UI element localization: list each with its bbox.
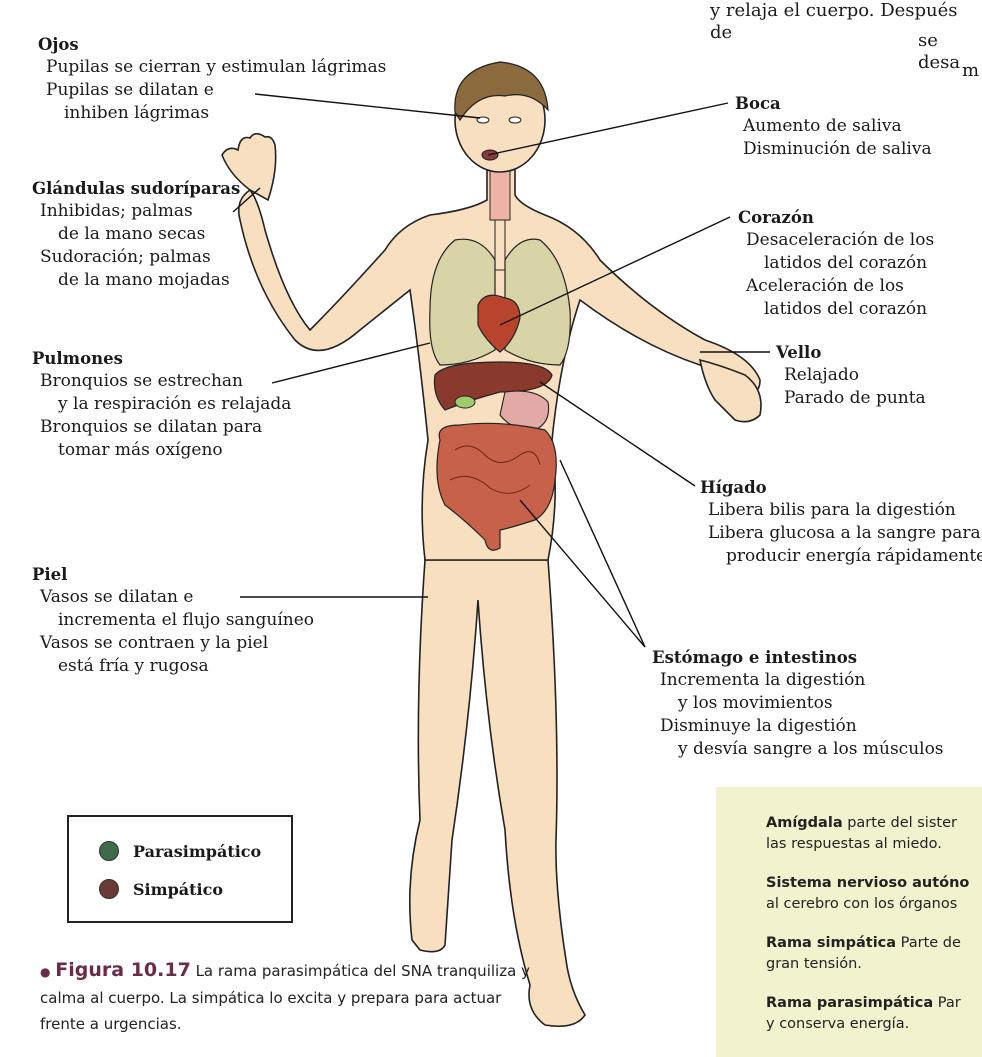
label-ojos: Ojos Pupilas se cierran y estimulan lágr…: [38, 33, 386, 125]
pulmones-line: y la respiración es relajada: [32, 393, 291, 416]
glossary-text: parte del sister: [843, 815, 957, 831]
estomago-title: Estómago e intestinos: [652, 646, 944, 669]
glossary-box: Amígdala parte del sister las respuestas…: [716, 787, 982, 1057]
glandulas-line: de la mano secas: [32, 223, 240, 246]
boca-line: Aumento de saliva: [735, 115, 932, 138]
label-higado: Hígado Libera bilis para la digestión Li…: [700, 476, 982, 568]
piel-line: Vasos se dilatan e: [32, 586, 314, 609]
corazon-line: latidos del corazón: [738, 252, 934, 275]
higado-line: Libera bilis para la digestión: [700, 499, 982, 522]
glossary-item: Rama simpática Parte de gran tensión.: [766, 933, 961, 975]
pulmones-line: tomar más oxígeno: [32, 439, 291, 462]
glossary-term: Rama parasimpática: [766, 995, 933, 1011]
label-estomago: Estómago e intestinos Incrementa la dige…: [652, 646, 944, 761]
bullet-icon: ●: [40, 965, 50, 979]
glandulas-title: Glándulas sudoríparas: [32, 177, 240, 200]
ojos-line: Pupilas se cierran y estimulan lágrimas: [38, 56, 386, 79]
legend-dot-icon: [99, 879, 119, 899]
glossary-text: al cerebro con los órganos: [766, 896, 957, 912]
glossary-item: Amígdala parte del sister las respuestas…: [766, 813, 957, 855]
glossary-text: y conserva energía.: [766, 1016, 909, 1032]
estomago-line: y desvía sangre a los músculos: [652, 738, 944, 761]
glandulas-line: Inhibidas; palmas: [32, 200, 240, 223]
glossary-item: Sistema nervioso autóno al cerebro con l…: [766, 873, 969, 915]
glandulas-line: de la mano mojadas: [32, 269, 240, 292]
pulmones-line: Bronquios se estrechan: [32, 370, 291, 393]
estomago-line: Disminuye la digestión: [652, 715, 944, 738]
pulmones-title: Pulmones: [32, 347, 291, 370]
legend: Parasimpático Simpático: [67, 815, 293, 923]
glossary-term: Rama simpática: [766, 935, 896, 951]
ojos-title: Ojos: [38, 33, 386, 56]
label-corazon: Corazón Desaceleración de los latidos de…: [738, 206, 934, 321]
legend-dot-icon: [99, 841, 119, 861]
higado-line: Libera glucosa a la sangre para: [700, 522, 982, 545]
boca-title: Boca: [735, 92, 932, 115]
header-line-3: m: [962, 60, 979, 82]
label-vello: Vello Relajado Parado de punta: [776, 341, 926, 410]
glossary-text: Par: [933, 995, 961, 1011]
boca-line: Disminución de saliva: [735, 138, 932, 161]
pulmones-line: Bronquios se dilatan para: [32, 416, 291, 439]
legend-item-parasimpatico: Parasimpático: [99, 841, 261, 861]
piel-line: Vasos se contraen y la piel: [32, 632, 314, 655]
glossary-term: Amígdala: [766, 815, 843, 831]
corazon-line: latidos del corazón: [738, 298, 934, 321]
label-boca: Boca Aumento de saliva Disminución de sa…: [735, 92, 932, 161]
higado-title: Hígado: [700, 476, 982, 499]
estomago-line: Incrementa la digestión: [652, 669, 944, 692]
legend-item-simpatico: Simpático: [99, 879, 223, 899]
piel-line: está fría y rugosa: [32, 655, 314, 678]
label-pulmones: Pulmones Bronquios se estrechan y la res…: [32, 347, 291, 462]
piel-title: Piel: [32, 563, 314, 586]
legend-label: Parasimpático: [133, 842, 261, 861]
label-piel: Piel Vasos se dilatan e incrementa el fl…: [32, 563, 314, 678]
piel-line: incrementa el flujo sanguíneo: [32, 609, 314, 632]
legend-label: Simpático: [133, 880, 223, 899]
vello-line: Parado de punta: [776, 387, 926, 410]
corazon-title: Corazón: [738, 206, 934, 229]
estomago-line: y los movimientos: [652, 692, 944, 715]
glossary-term: Sistema nervioso autóno: [766, 875, 969, 891]
corazon-line: Desaceleración de los: [738, 229, 934, 252]
higado-line: producir energía rápidamente: [700, 545, 982, 568]
figure-caption: ● Figura 10.17 La rama parasimpática del…: [40, 957, 540, 1037]
glossary-text: gran tensión.: [766, 956, 862, 972]
ojos-line: inhiben lágrimas: [38, 102, 386, 125]
glandulas-line: Sudoración; palmas: [32, 246, 240, 269]
vello-title: Vello: [776, 341, 926, 364]
vello-line: Relajado: [776, 364, 926, 387]
glossary-text: Parte de: [896, 935, 961, 951]
label-glandulas: Glándulas sudoríparas Inhibidas; palmas …: [32, 177, 240, 292]
glossary-item: Rama parasimpática Par y conserva energí…: [766, 993, 961, 1035]
corazon-line: Aceleración de los: [738, 275, 934, 298]
ojos-line: Pupilas se dilatan e: [38, 79, 386, 102]
figure-number: Figura 10.17: [55, 959, 191, 981]
glossary-text: las respuestas al miedo.: [766, 836, 942, 852]
